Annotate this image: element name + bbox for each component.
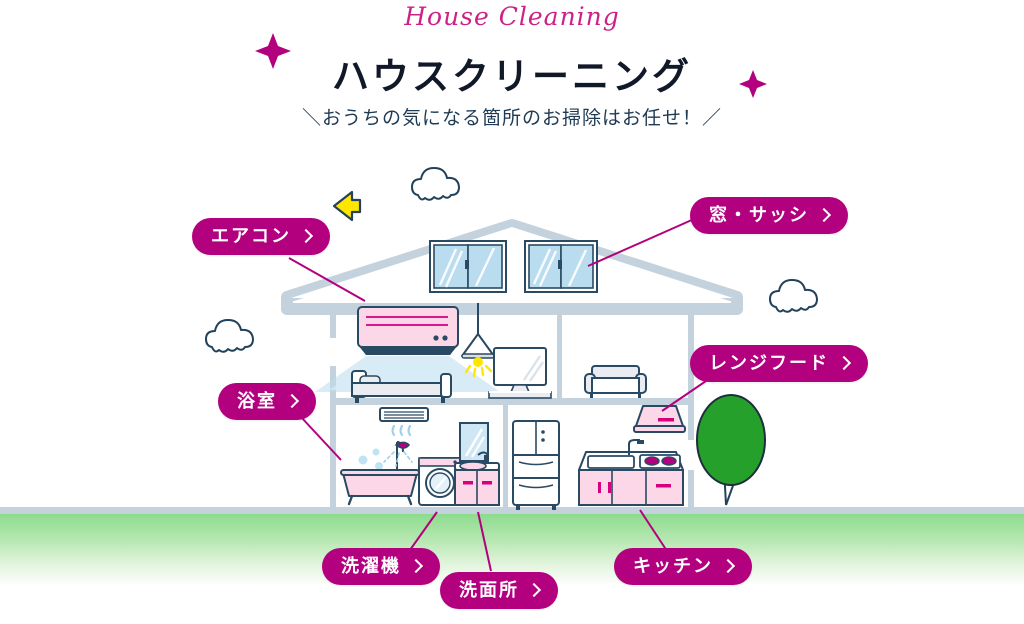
refrigerator [512,420,560,510]
page-title: ハウスクリーニング [332,56,692,97]
hotspot-label-window: 窓・サッシ [709,205,809,225]
hotspot-label-washroom: 洗面所 [459,580,519,600]
hotspot-button-bathroom[interactable]: 浴室 [218,383,316,420]
yellow-arrow-icon [332,190,362,222]
shower-head [383,441,413,494]
washing-machine [418,457,462,506]
tv-stand [488,391,552,399]
cloud-icon-right [769,279,818,313]
wall-air-conditioner [315,306,500,392]
house-body [330,303,694,507]
range-hood [633,405,686,433]
vanity-mirror [459,422,489,462]
chevron-right-icon [284,393,300,409]
pendant-lamp [461,303,495,378]
hotspot-button-window[interactable]: 窓・サッシ [690,197,848,234]
upper-window-left [429,240,507,293]
ceiling-dryer [379,407,429,437]
cloud-icon-top [411,167,460,201]
soap-bubbles [358,448,383,470]
connector-window [587,218,695,267]
bed-illustration [351,370,452,403]
hotspot-label-rangehood: レンジフード [709,353,829,373]
hotspot-button-washroom[interactable]: 洗面所 [440,572,558,609]
chevron-right-icon [720,558,736,574]
hotspot-label-aircon: エアコン [211,226,291,246]
vanity-sink [454,451,500,506]
hotspot-label-kitchen: キッチン [633,556,713,576]
chevron-right-icon [526,582,542,598]
tree-illustration [696,394,766,506]
cloud-icon-left [205,319,254,353]
hotspot-button-aircon[interactable]: エアコン [192,218,330,255]
hotspot-label-bathroom: 浴室 [237,391,277,411]
hotspot-button-washer[interactable]: 洗濯機 [322,548,440,585]
chevron-right-icon [298,228,314,244]
chevron-right-icon [836,355,852,371]
sofa [584,365,647,398]
hotspot-button-rangehood[interactable]: レンジフード [690,345,868,382]
page-subtitle: ＼おうちの気になる箇所のお掃除はお任せ！／ [301,108,722,129]
connector-aircon [288,257,366,302]
house-roof [281,219,743,315]
hotspot-label-washer: 洗濯機 [341,556,401,576]
kitchen-counter [578,439,684,506]
chevron-right-icon [408,558,424,574]
script-title: House Cleaning [404,2,620,31]
bathtub [340,469,420,506]
hotspot-button-kitchen[interactable]: キッチン [614,548,752,585]
connector-rangehood [661,380,707,412]
upper-window-right [524,240,598,293]
chevron-right-icon [816,207,832,223]
ground-edge [0,507,1024,514]
television [493,347,547,393]
